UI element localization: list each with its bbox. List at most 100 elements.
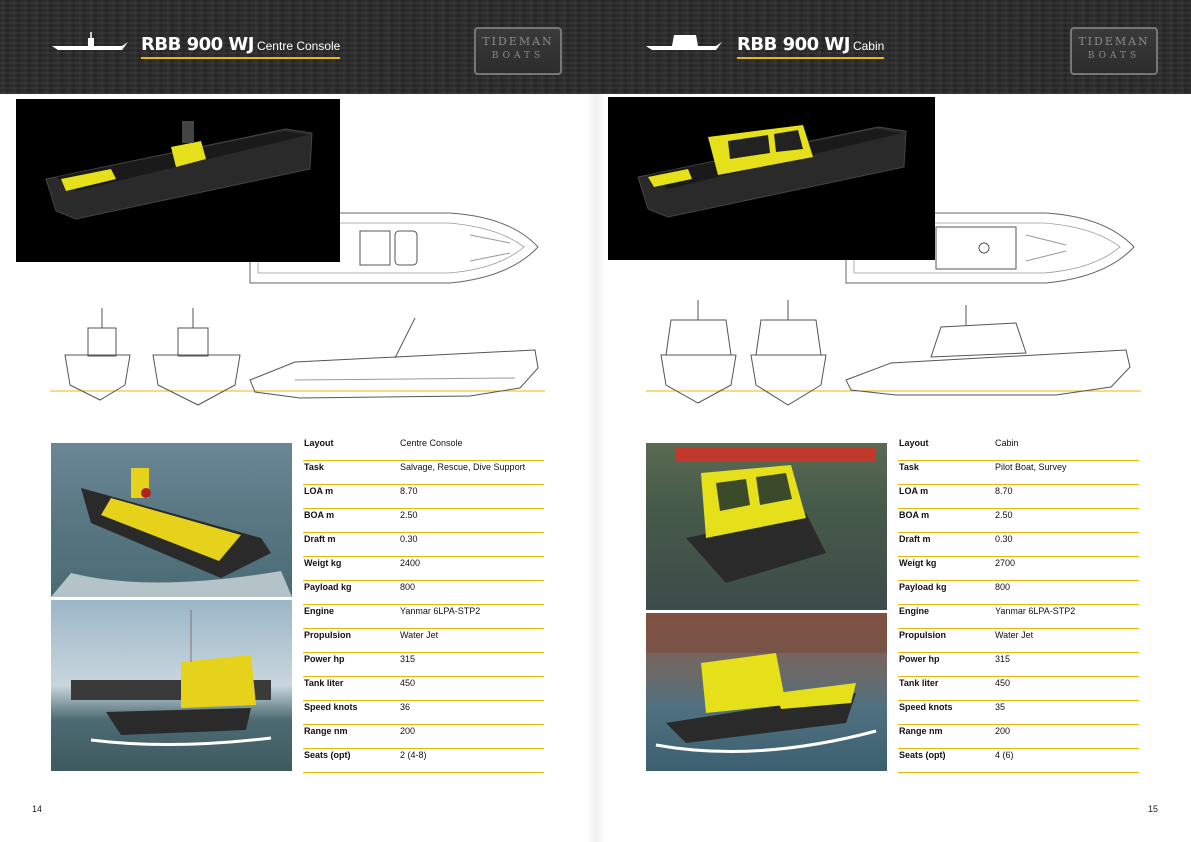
boat-silhouette-icon <box>646 35 722 50</box>
brand-logo: TIDEMAN BOATS <box>1070 27 1158 75</box>
spec-row: Layout Centre Console <box>303 437 544 461</box>
spec-label: Range nm <box>899 726 943 736</box>
spec-label: Draft m <box>304 534 336 544</box>
boat-photo-1 <box>51 443 292 597</box>
spec-value: 315 <box>400 654 416 664</box>
spec-label: Power hp <box>304 654 345 664</box>
boat-render-image <box>16 99 340 262</box>
spec-label: Layout <box>899 438 929 448</box>
spec-value: 36 <box>400 702 411 712</box>
boat-photo-2 <box>646 613 887 771</box>
spec-value: 0.30 <box>400 534 418 544</box>
boat-render-image <box>608 97 935 260</box>
spec-row: Tank liter 450 <box>303 677 544 701</box>
plan-view-drawing <box>249 212 539 284</box>
spec-value: 8.70 <box>995 486 1013 496</box>
spec-label: Tank liter <box>899 678 939 688</box>
spec-value: 35 <box>995 702 1006 712</box>
spec-label: Range nm <box>304 726 348 736</box>
spec-value: 2 (4-8) <box>400 750 427 760</box>
spec-row: Power hp 315 <box>898 653 1139 677</box>
spec-row: Range nm 200 <box>303 725 544 749</box>
spec-label: Payload kg <box>899 582 947 592</box>
spec-row: Tank liter 450 <box>898 677 1139 701</box>
boat-photo-2 <box>51 600 292 771</box>
spec-label: Layout <box>304 438 334 448</box>
spec-label: Power hp <box>899 654 940 664</box>
spec-row: Seats (opt)4 (6) <box>898 749 1139 773</box>
spec-value: Yanmar 6LPA-STP2 <box>995 606 1076 616</box>
spec-label: Tank liter <box>304 678 344 688</box>
spec-label: Payload kg <box>304 582 352 592</box>
elevation-drawings <box>646 300 1141 406</box>
spec-value: Water Jet <box>400 630 439 640</box>
spec-row: Payload kg 800 <box>303 581 544 605</box>
spec-label: Draft m <box>899 534 931 544</box>
spec-row: Seats (opt) 2 (4-8) <box>303 749 544 773</box>
spec-value: Yanmar 6LPA-STP2 <box>400 606 481 616</box>
spec-label: LOA m <box>899 486 929 496</box>
spec-label: Weigt kg <box>899 558 937 568</box>
spec-label: Seats (opt) <box>304 750 351 760</box>
spec-label: BOA m <box>304 510 335 520</box>
spec-label: LOA m <box>304 486 334 496</box>
spec-label: Seats (opt) <box>899 750 946 760</box>
spec-value: Cabin <box>995 438 1019 448</box>
spec-row: LOA m 8.70 <box>898 485 1139 509</box>
spec-row: Task Salvage, Rescue, Dive Support <box>303 461 544 485</box>
plan-view-drawing <box>845 212 1135 284</box>
spec-value: 200 <box>400 726 416 736</box>
spec-label: Speed knots <box>304 702 358 712</box>
spec-row: Speed knots 35 <box>898 701 1139 725</box>
brand-logo: TIDEMAN BOATS <box>474 27 562 75</box>
spec-row: Layout Cabin <box>898 437 1139 461</box>
spec-value: 450 <box>995 678 1011 688</box>
spec-row: BOA m 2.50 <box>303 509 544 533</box>
variant-name: Centre Console <box>256 39 341 53</box>
variant-name: Cabin <box>852 39 885 53</box>
spec-value: 2400 <box>400 558 421 568</box>
spec-value: 450 <box>400 678 416 688</box>
spec-value: Water Jet <box>995 630 1034 640</box>
spec-value: 200 <box>995 726 1011 736</box>
spec-value: Centre Console <box>400 438 463 448</box>
page-gutter <box>586 94 606 842</box>
spec-value: Pilot Boat, Survey <box>995 462 1067 472</box>
spec-label: Task <box>899 462 919 472</box>
spec-row: Payload kg 800 <box>898 581 1139 605</box>
spec-value: 800 <box>400 582 416 592</box>
spec-value: 2700 <box>995 558 1016 568</box>
spec-value: 315 <box>995 654 1011 664</box>
spec-row: Weigt kg 2400 <box>303 557 544 581</box>
spec-label: Task <box>304 462 324 472</box>
spec-value: 8.70 <box>400 486 418 496</box>
boat-silhouette-icon <box>52 32 128 50</box>
spec-value: 0.30 <box>995 534 1013 544</box>
boat-photo-1 <box>646 443 887 610</box>
spec-label: Engine <box>304 606 335 616</box>
spec-label: BOA m <box>899 510 930 520</box>
spec-row: LOA m 8.70 <box>303 485 544 509</box>
spec-row: Speed knots 36 <box>303 701 544 725</box>
spec-row: Weigt kg 2700 <box>898 557 1139 581</box>
spec-label: Speed knots <box>899 702 953 712</box>
page-number: 15 <box>1148 804 1159 814</box>
spec-label: Weigt kg <box>304 558 342 568</box>
spec-row: Draft m 0.30 <box>898 533 1139 557</box>
model-name: RBB 900 WJ <box>737 34 850 55</box>
model-name: RBB 900 WJ <box>141 34 254 55</box>
spec-value: 800 <box>995 582 1011 592</box>
spec-value: Salvage, Rescue, Dive Support <box>400 462 526 472</box>
spec-value: 2.50 <box>400 510 418 520</box>
spec-row: Task Pilot Boat, Survey <box>898 461 1139 485</box>
